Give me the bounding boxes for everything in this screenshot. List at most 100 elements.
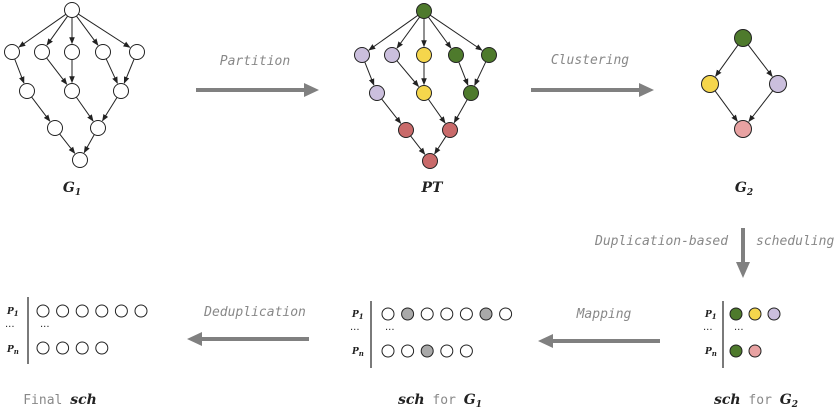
schedule-row-pn <box>381 344 473 358</box>
g2-edges <box>714 44 774 123</box>
g1-node <box>47 120 63 136</box>
g1-node <box>113 83 129 99</box>
pt-node <box>416 47 432 63</box>
clustering-label: Clustering <box>551 53 629 68</box>
pt-node <box>448 47 464 63</box>
task-slot <box>95 341 109 355</box>
g2-node <box>701 75 719 93</box>
task-slot <box>381 344 395 358</box>
g2-edge <box>747 44 773 77</box>
pt-node <box>369 85 385 101</box>
pt-node <box>481 47 497 63</box>
pt-edge <box>381 98 402 124</box>
g1-edge <box>46 15 69 46</box>
pt-node <box>463 85 479 101</box>
mapping-arrow <box>538 334 660 348</box>
task-slot <box>75 341 89 355</box>
schedule-final-caption: Final sch <box>23 392 97 407</box>
g1-edge <box>105 58 118 84</box>
g1-nodes <box>4 2 145 168</box>
g1-edge <box>75 96 94 122</box>
pt-edges <box>364 14 487 155</box>
g2-edge <box>714 90 738 122</box>
g2-label: G2 <box>735 180 753 198</box>
g1-edge <box>78 13 131 48</box>
g1-edge <box>83 134 95 154</box>
g1-edge <box>18 13 67 48</box>
g2-node <box>734 120 752 138</box>
processor-p1-label: P1 <box>704 310 717 321</box>
g1-node <box>95 44 111 60</box>
task-slot <box>499 307 513 321</box>
duplication-arrow <box>736 228 750 278</box>
task-slot <box>56 341 70 355</box>
schedule-row-pn <box>729 344 762 358</box>
pt-node <box>442 122 458 138</box>
task-slot <box>729 344 743 358</box>
schedule-g2-caption: sch for G2 <box>714 392 798 407</box>
g1-node <box>72 152 88 168</box>
processor-ellipsis: ··· <box>5 322 15 333</box>
processor-p1-label: P1 <box>351 310 364 321</box>
pt-edge <box>396 16 420 49</box>
task-slot <box>36 304 50 318</box>
g1-label: G1 <box>63 180 81 198</box>
clustering-arrow <box>531 83 654 97</box>
pt-edge <box>429 14 483 51</box>
pt-edge <box>396 60 419 88</box>
pt-node <box>398 122 414 138</box>
pt-edge <box>428 16 452 49</box>
task-slot <box>420 344 434 358</box>
schedule-g1: P1 ··· Pn ··· <box>350 301 513 368</box>
duplication-label-left: Duplication-based <box>594 234 728 249</box>
schedule-final: P1 ··· Pn ··· <box>5 297 148 364</box>
mapping-label: Mapping <box>576 307 632 322</box>
pt-node <box>422 153 438 169</box>
g1-node <box>4 44 20 60</box>
row-ellipsis: ··· <box>40 322 50 333</box>
task-slot <box>75 304 89 318</box>
pt-edge <box>453 99 468 124</box>
g2-nodes <box>701 29 787 138</box>
row-ellipsis: ··· <box>385 325 395 336</box>
schedule-row-pn <box>36 341 109 355</box>
g2-edge <box>748 90 774 123</box>
processor-p1-label: P1 <box>6 307 19 318</box>
processor-ellipsis: ··· <box>703 325 713 336</box>
task-slot <box>459 307 473 321</box>
pt-edge <box>364 61 375 86</box>
g1-edges <box>14 13 135 154</box>
processor-pn-label: Pn <box>6 345 19 356</box>
pt-edge <box>410 135 426 155</box>
task-slot <box>401 344 415 358</box>
g1-edge <box>59 133 76 154</box>
task-slot <box>440 344 454 358</box>
pt-edge <box>474 61 487 86</box>
row-ellipsis: ··· <box>734 325 744 336</box>
partition-arrow <box>196 83 319 97</box>
pt-label: PT <box>421 180 445 196</box>
schedule-row-p1 <box>36 304 148 318</box>
pt-node <box>416 3 432 19</box>
pt-edge <box>458 61 469 86</box>
task-slot <box>381 307 395 321</box>
task-slot <box>56 304 70 318</box>
task-slot <box>114 304 128 318</box>
task-slot <box>459 344 473 358</box>
task-slot <box>134 304 148 318</box>
g1-edge <box>76 15 99 46</box>
deduplication-arrow <box>187 332 309 346</box>
pt-node <box>384 47 400 63</box>
processor-ellipsis: ··· <box>350 325 360 336</box>
pt-node <box>416 85 432 101</box>
pt-edge <box>368 14 419 51</box>
partition-label: Partition <box>220 54 290 69</box>
g1-edge <box>14 58 25 84</box>
task-slot <box>95 304 109 318</box>
task-slot <box>36 341 50 355</box>
g1-node <box>90 120 106 136</box>
g1-edge <box>102 97 118 122</box>
pt-edge <box>427 98 446 124</box>
schedule-row-p1 <box>381 307 513 321</box>
